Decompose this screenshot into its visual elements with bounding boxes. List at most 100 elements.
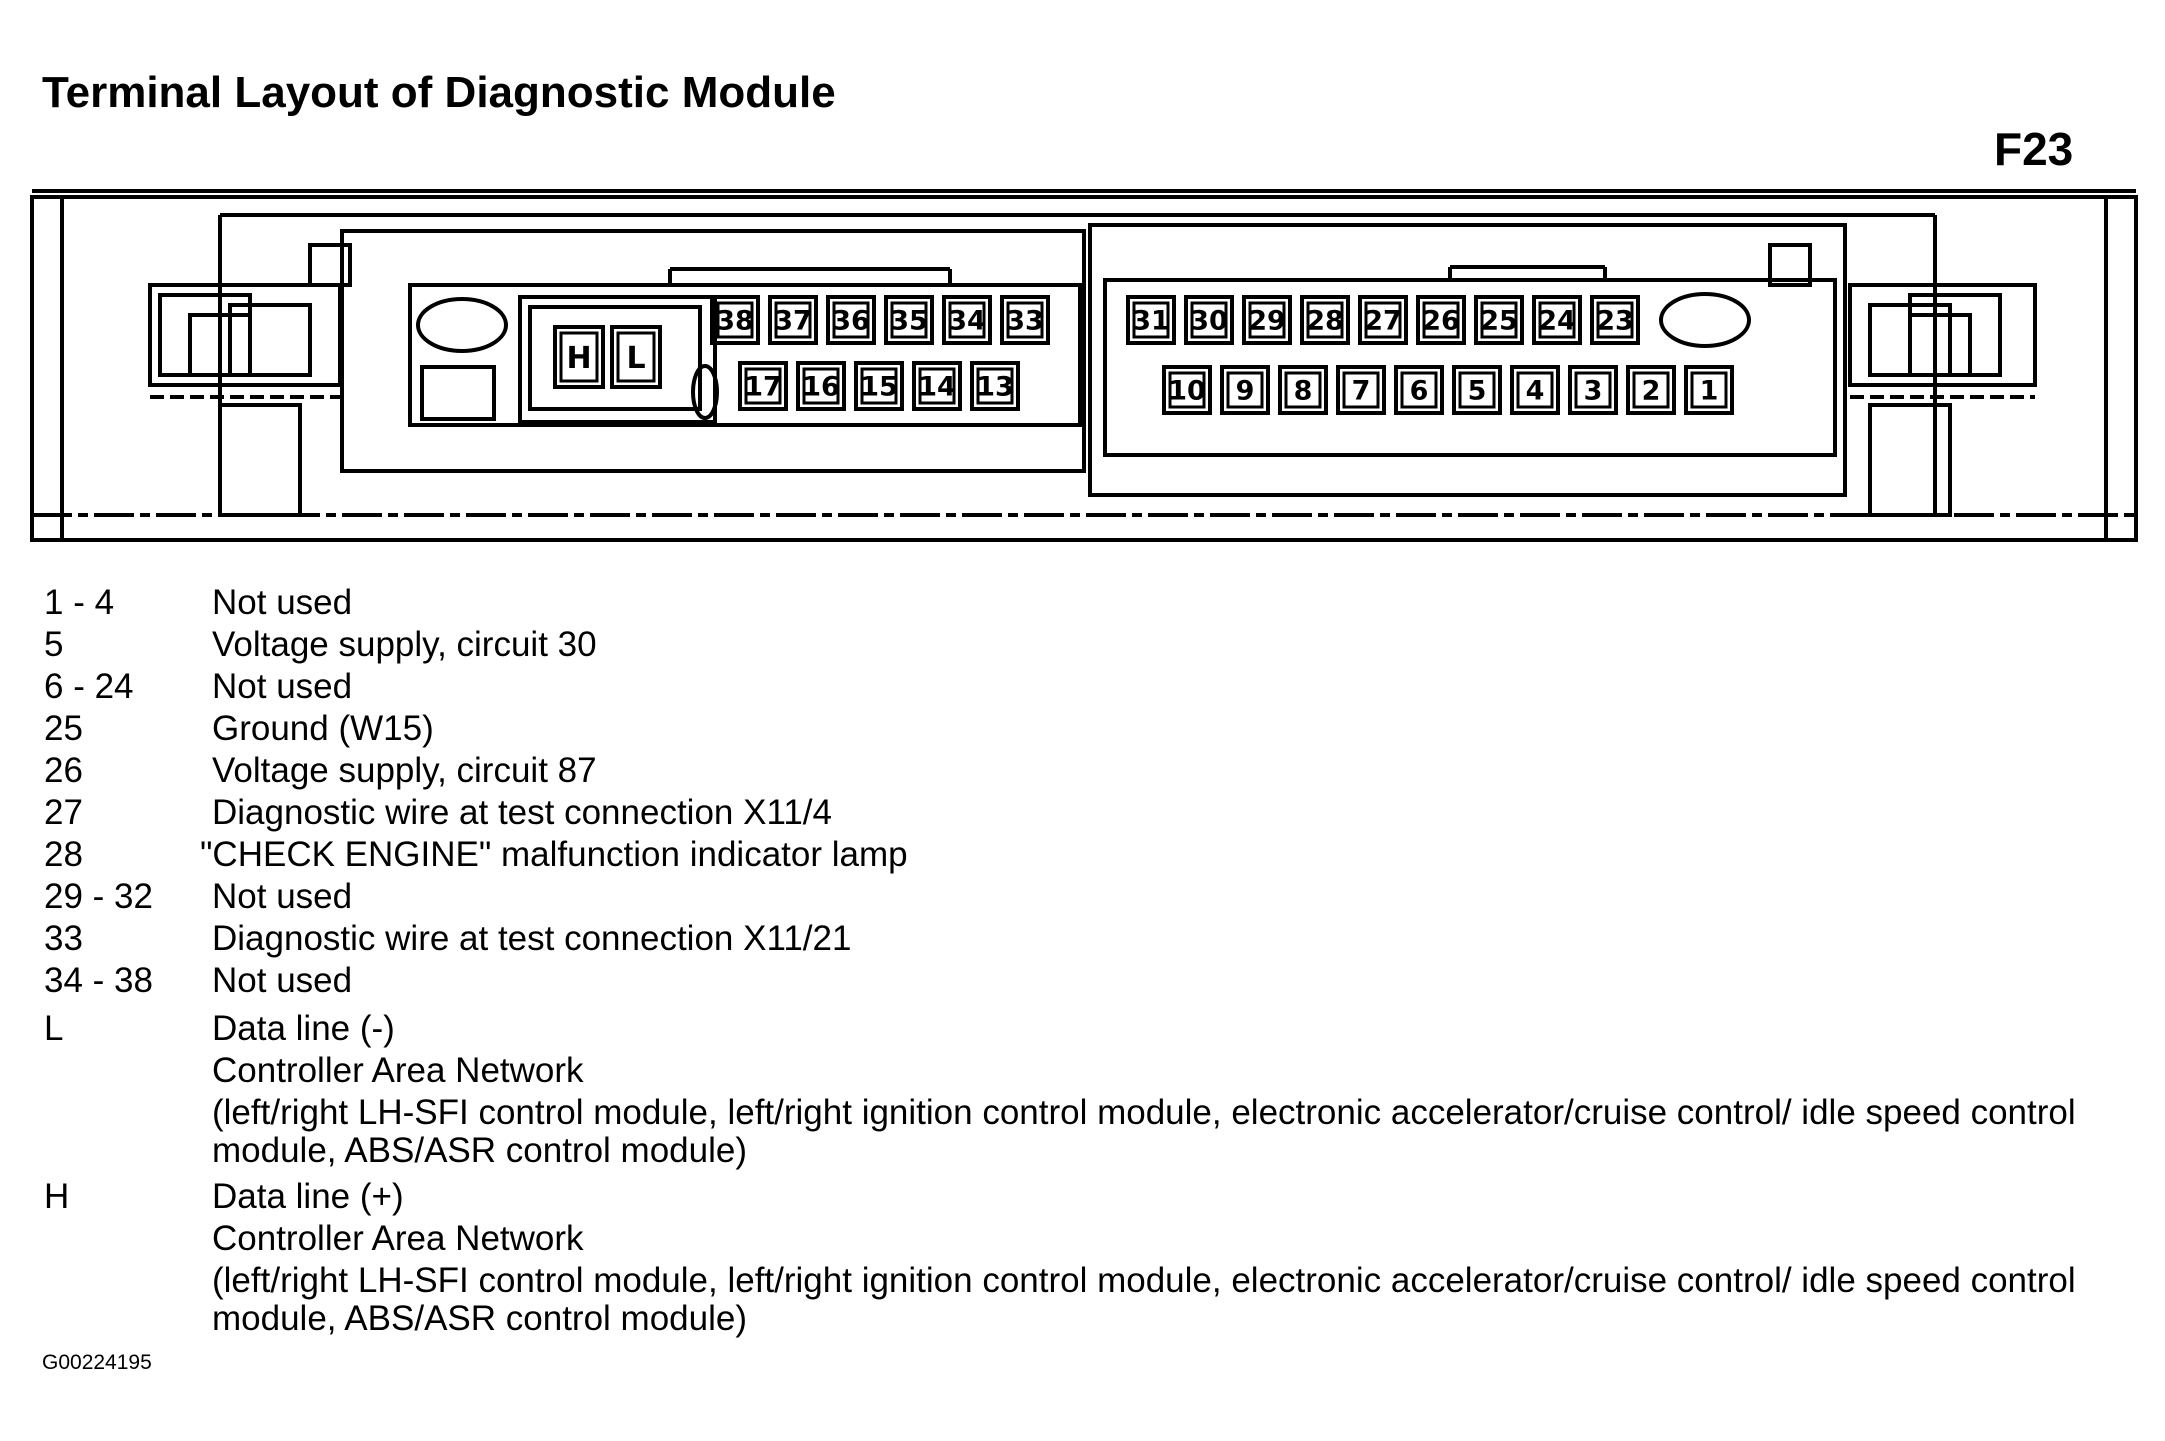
pin-label: 13 xyxy=(976,372,1014,403)
terminal-pin-13: 13 xyxy=(970,361,1020,411)
terminal-pin-33: 33 xyxy=(1000,295,1050,345)
terminal-pin-38: 38 xyxy=(710,295,760,345)
pin-label: 1 xyxy=(1700,376,1719,407)
pin-label: 26 xyxy=(1422,306,1460,337)
legend-desc: Voltage supply, circuit 87 xyxy=(212,751,597,790)
terminal-pin-H: H xyxy=(553,325,605,389)
legend-term: 25 xyxy=(44,709,83,748)
legend-term: H xyxy=(44,1177,70,1216)
pin-label: 3 xyxy=(1584,376,1603,407)
terminal-pin-30: 30 xyxy=(1184,295,1234,345)
legend-desc: Ground (W15) xyxy=(212,709,434,748)
terminal-pin-28: 28 xyxy=(1300,295,1350,345)
pins-top-row-left: 38 37 36 35 34 33 xyxy=(710,295,1050,345)
pin-label: 28 xyxy=(1306,306,1344,337)
terminal-pin-27: 27 xyxy=(1358,295,1408,345)
terminal-pin-3: 3 xyxy=(1568,365,1618,415)
pin-label: L xyxy=(626,341,645,376)
terminal-pin-9: 9 xyxy=(1220,365,1270,415)
legend-desc: Not used xyxy=(212,667,353,706)
pin-label: 36 xyxy=(832,306,870,337)
legend-desc: Data line (+) xyxy=(212,1177,404,1216)
legend-desc: Data line (-) xyxy=(212,1009,395,1048)
legend-term: 33 xyxy=(44,919,83,958)
legend-desc: Voltage supply, circuit 30 xyxy=(212,625,597,664)
pin-label: 27 xyxy=(1364,306,1402,337)
pin-label: 30 xyxy=(1190,306,1228,337)
legend-row: L Data line (-) Controller Area Network … xyxy=(44,1008,2144,1170)
left-guide-hole xyxy=(416,297,508,353)
legend-desc: Not used xyxy=(212,583,353,622)
left-latch xyxy=(148,243,352,517)
terminal-legend: 1 - 4 Not used 5 Voltage supply, circuit… xyxy=(44,582,2144,1338)
legend-row: 6 - 24 Not used xyxy=(44,666,2144,708)
terminal-pin-26: 26 xyxy=(1416,295,1466,345)
legend-network: Controller Area Network xyxy=(212,1219,584,1258)
legend-term: 1 - 4 xyxy=(44,583,115,622)
pin-label: 9 xyxy=(1236,376,1255,407)
legend-term: 26 xyxy=(44,751,83,790)
pin-label: 4 xyxy=(1526,376,1545,407)
pin-label: 15 xyxy=(860,372,898,403)
pin-label: 16 xyxy=(802,372,840,403)
terminal-pin-10: 10 xyxy=(1162,365,1212,415)
pin-label: 5 xyxy=(1468,376,1487,407)
diagram-title: Terminal Layout of Diagnostic Module xyxy=(42,68,836,117)
terminal-pin-34: 34 xyxy=(942,295,992,345)
terminal-pin-36: 36 xyxy=(826,295,876,345)
pin-label: 2 xyxy=(1642,376,1661,407)
legend-row: 33 Diagnostic wire at test connection X1… xyxy=(44,918,2144,960)
pin-label: 14 xyxy=(918,372,956,403)
legend-row: 28 "CHECK ENGINE" malfunction indicator … xyxy=(44,834,2144,876)
pin-label: 38 xyxy=(716,306,754,337)
terminal-pin-6: 6 xyxy=(1394,365,1444,415)
legend-network: Controller Area Network xyxy=(212,1051,584,1090)
terminal-pin-2: 2 xyxy=(1626,365,1676,415)
terminal-pin-37: 37 xyxy=(768,295,818,345)
pin-label: 25 xyxy=(1480,306,1518,337)
legend-desc: Diagnostic wire at test connection X11/4 xyxy=(212,793,832,832)
terminal-pin-29: 29 xyxy=(1242,295,1292,345)
pin-label: H xyxy=(566,341,591,376)
legend-row: 29 - 32 Not used xyxy=(44,876,2144,918)
legend-row: 27 Diagnostic wire at test connection X1… xyxy=(44,792,2144,834)
legend-term: 27 xyxy=(44,793,83,832)
right-block xyxy=(1088,223,1847,497)
pins-bottom-row-left: 17 16 15 14 13 xyxy=(738,361,1020,411)
legend-term: 28 xyxy=(44,835,83,874)
housing-outline xyxy=(30,195,2138,542)
terminal-pin-35: 35 xyxy=(884,295,934,345)
pin-label: 10 xyxy=(1168,376,1206,407)
legend-details: (left/right LH-SFI control module, left/… xyxy=(212,1261,2076,1338)
terminal-pin-1: 1 xyxy=(1684,365,1734,415)
terminal-pin-5: 5 xyxy=(1452,365,1502,415)
legend-term: L xyxy=(44,1009,64,1048)
pin-label: 29 xyxy=(1248,306,1286,337)
legend-details: (left/right LH-SFI control module, left/… xyxy=(212,1093,2076,1170)
terminal-pin-24: 24 xyxy=(1532,295,1582,345)
pin-label: 24 xyxy=(1538,306,1576,337)
left-block xyxy=(340,229,1086,473)
legend-row: 1 - 4 Not used xyxy=(44,582,2144,624)
legend-desc: Not used xyxy=(212,961,353,1000)
pin-label: 35 xyxy=(890,306,928,337)
legend-term: 34 - 38 xyxy=(44,961,153,1000)
figure-code: F23 xyxy=(1994,123,2074,175)
legend-row: H Data line (+) Controller Area Network … xyxy=(44,1176,2144,1338)
terminal-pin-7: 7 xyxy=(1336,365,1386,415)
legend-row: 25 Ground (W15) xyxy=(44,708,2144,750)
terminal-pin-L: L xyxy=(610,325,662,389)
terminal-pin-14: 14 xyxy=(912,361,962,411)
image-code: G00224195 xyxy=(42,1351,152,1374)
terminal-pin-8: 8 xyxy=(1278,365,1328,415)
pin-label: 17 xyxy=(744,372,782,403)
left-square-hole xyxy=(420,365,496,421)
pin-label: 31 xyxy=(1132,306,1170,337)
right-guide-hole xyxy=(1659,292,1751,348)
legend-desc: "CHECK ENGINE" malfunction indicator lam… xyxy=(200,835,908,874)
pin-label: 33 xyxy=(1006,306,1044,337)
pin-label: 34 xyxy=(948,306,986,337)
